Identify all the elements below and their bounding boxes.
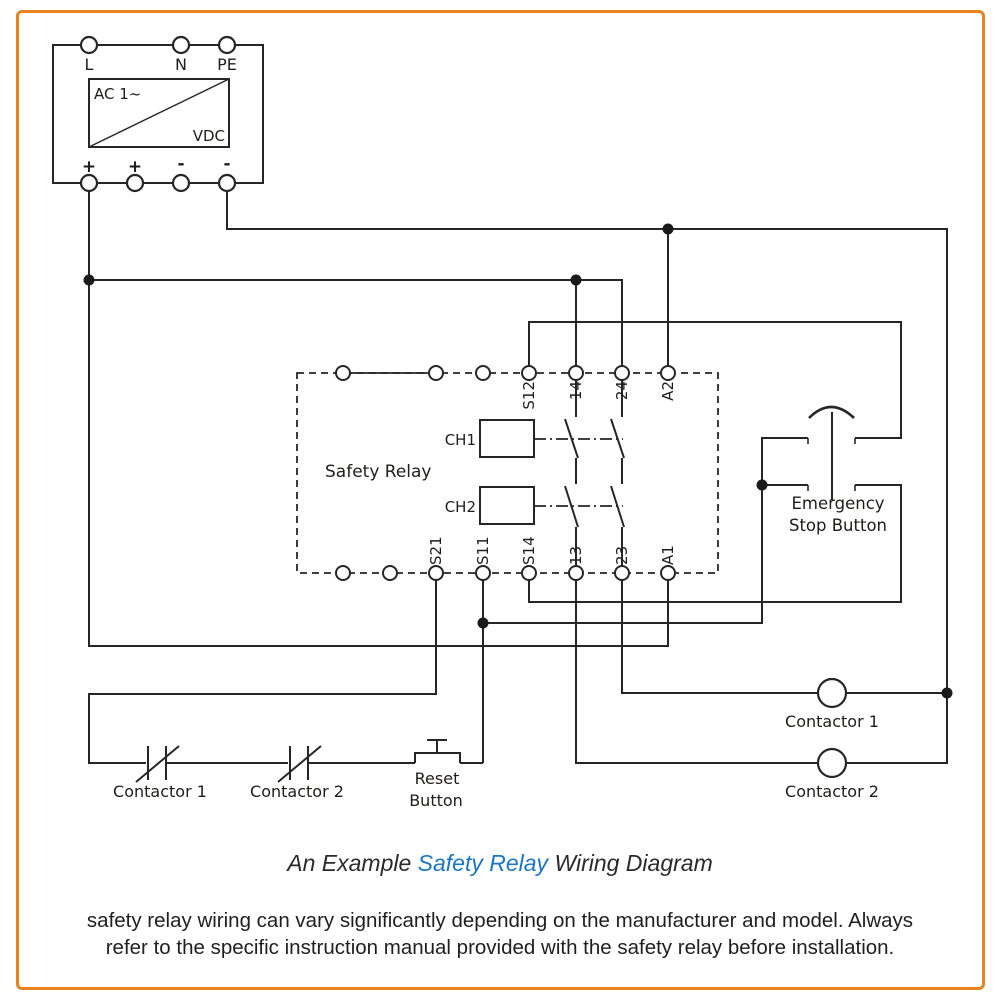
label-contactor1-contact: Contactor 1 [113,782,207,801]
label-plus1: + [82,157,96,177]
label-S11: S11 [474,536,492,565]
contactor1-coil [816,677,848,709]
terminal-S14 [521,565,537,581]
label-24: 24 [613,381,631,400]
label-ch2: CH2 [445,498,476,516]
wire-plus-rail-to-24 [89,279,623,366]
label-S14: S14 [520,536,538,565]
reset-button-symbol [414,739,461,763]
junction-dots [83,223,953,699]
terminal-N [171,35,191,55]
label-ac: AC 1~ [94,85,141,103]
wire-23-to-coil1 [621,580,818,694]
label-stop-button: Stop Button [789,516,887,535]
terminal-plus1 [79,173,99,193]
wiring [52,35,953,783]
emergency-stop-symbol [807,405,856,500]
contactor2-coil [816,747,848,779]
caption-highlight: Safety Relay [417,850,549,876]
label-contactor2-coil: Contactor 2 [785,782,879,801]
wire-minus-rail-to-coils [226,191,948,764]
label-13: 13 [567,546,585,565]
label-S21: S21 [427,536,445,565]
power-supply-unit [52,44,264,184]
terminal-24 [614,365,630,381]
diagram-caption: An Example Safety Relay Wiring Diagram [0,850,1000,877]
label-button: Button [409,791,463,810]
terminal-A2 [660,365,676,381]
terminal-minus2 [217,173,237,193]
label-N: N [175,55,187,74]
wire-S12-to-estop [528,321,902,439]
label-23: 23 [613,546,631,565]
terminal-14 [568,365,584,381]
relay-contact-column-24-23 [610,380,625,566]
wire-S21-feedback-loop [88,580,437,764]
terminal-23 [614,565,630,581]
label-14: 14 [567,381,585,400]
diagram-labels: L N PE AC 1~ VDC + + - - Safety Relay CH… [82,55,887,810]
terminal-PE [217,35,237,55]
label-L: L [85,55,94,74]
terminal-minus1 [171,173,191,193]
label-reset: Reset [415,769,460,788]
label-minus1: - [177,154,184,174]
label-ch1: CH1 [445,431,476,449]
label-A1: A1 [659,545,677,565]
label-contactor1-coil: Contactor 1 [785,712,879,731]
relay-terminals [335,365,676,581]
label-S12: S12 [520,381,538,410]
label-A2: A2 [659,381,677,401]
converter-diagonal [88,78,230,148]
caption-prefix: An Example [287,850,418,876]
caption-suffix: Wiring Diagram [548,850,713,876]
terminal-S21 [428,565,444,581]
label-vdc: VDC [193,127,225,145]
label-PE: PE [217,55,237,74]
terminal-S12 [521,365,537,381]
terminal-A1 [660,565,676,581]
mushroom-head [808,405,855,419]
relay-terminal-labels: S12 14 24 A2 S21 S11 S14 13 23 A1 [427,381,677,565]
label-minus2: - [223,154,230,174]
wiring-diagram-svg: L N PE AC 1~ VDC + + - - Safety Relay CH… [52,35,953,810]
safety-relay-box [296,372,719,574]
disclaimer-note: safety relay wiring can vary significant… [30,907,970,961]
wire-plus-to-A1 [88,191,669,647]
terminal-13 [568,565,584,581]
psu-terminals [79,35,237,193]
label-plus2: + [128,157,142,177]
terminal-L [79,35,99,55]
relay-dashed-outline [296,372,719,574]
wire-S11-to-estop-left [483,437,808,624]
wire-13-to-coil2 [575,580,818,764]
wire-runs [88,191,948,764]
ch2-box [479,486,535,525]
ch1-box [479,419,535,458]
wire-S14-to-estop [528,484,902,603]
contactor2-nc-contact [277,745,322,783]
label-safety-relay: Safety Relay [325,462,432,482]
label-contactor2-contact: Contactor 2 [250,782,344,801]
note-line2: refer to the specific instruction manual… [105,936,895,959]
label-emergency: Emergency [791,494,884,513]
contactor1-nc-contact [135,745,180,783]
terminal-plus2 [125,173,145,193]
relay-contact-column-14-13 [564,380,579,566]
terminal-S11 [475,565,491,581]
note-line1: safety relay wiring can vary significant… [86,909,914,932]
